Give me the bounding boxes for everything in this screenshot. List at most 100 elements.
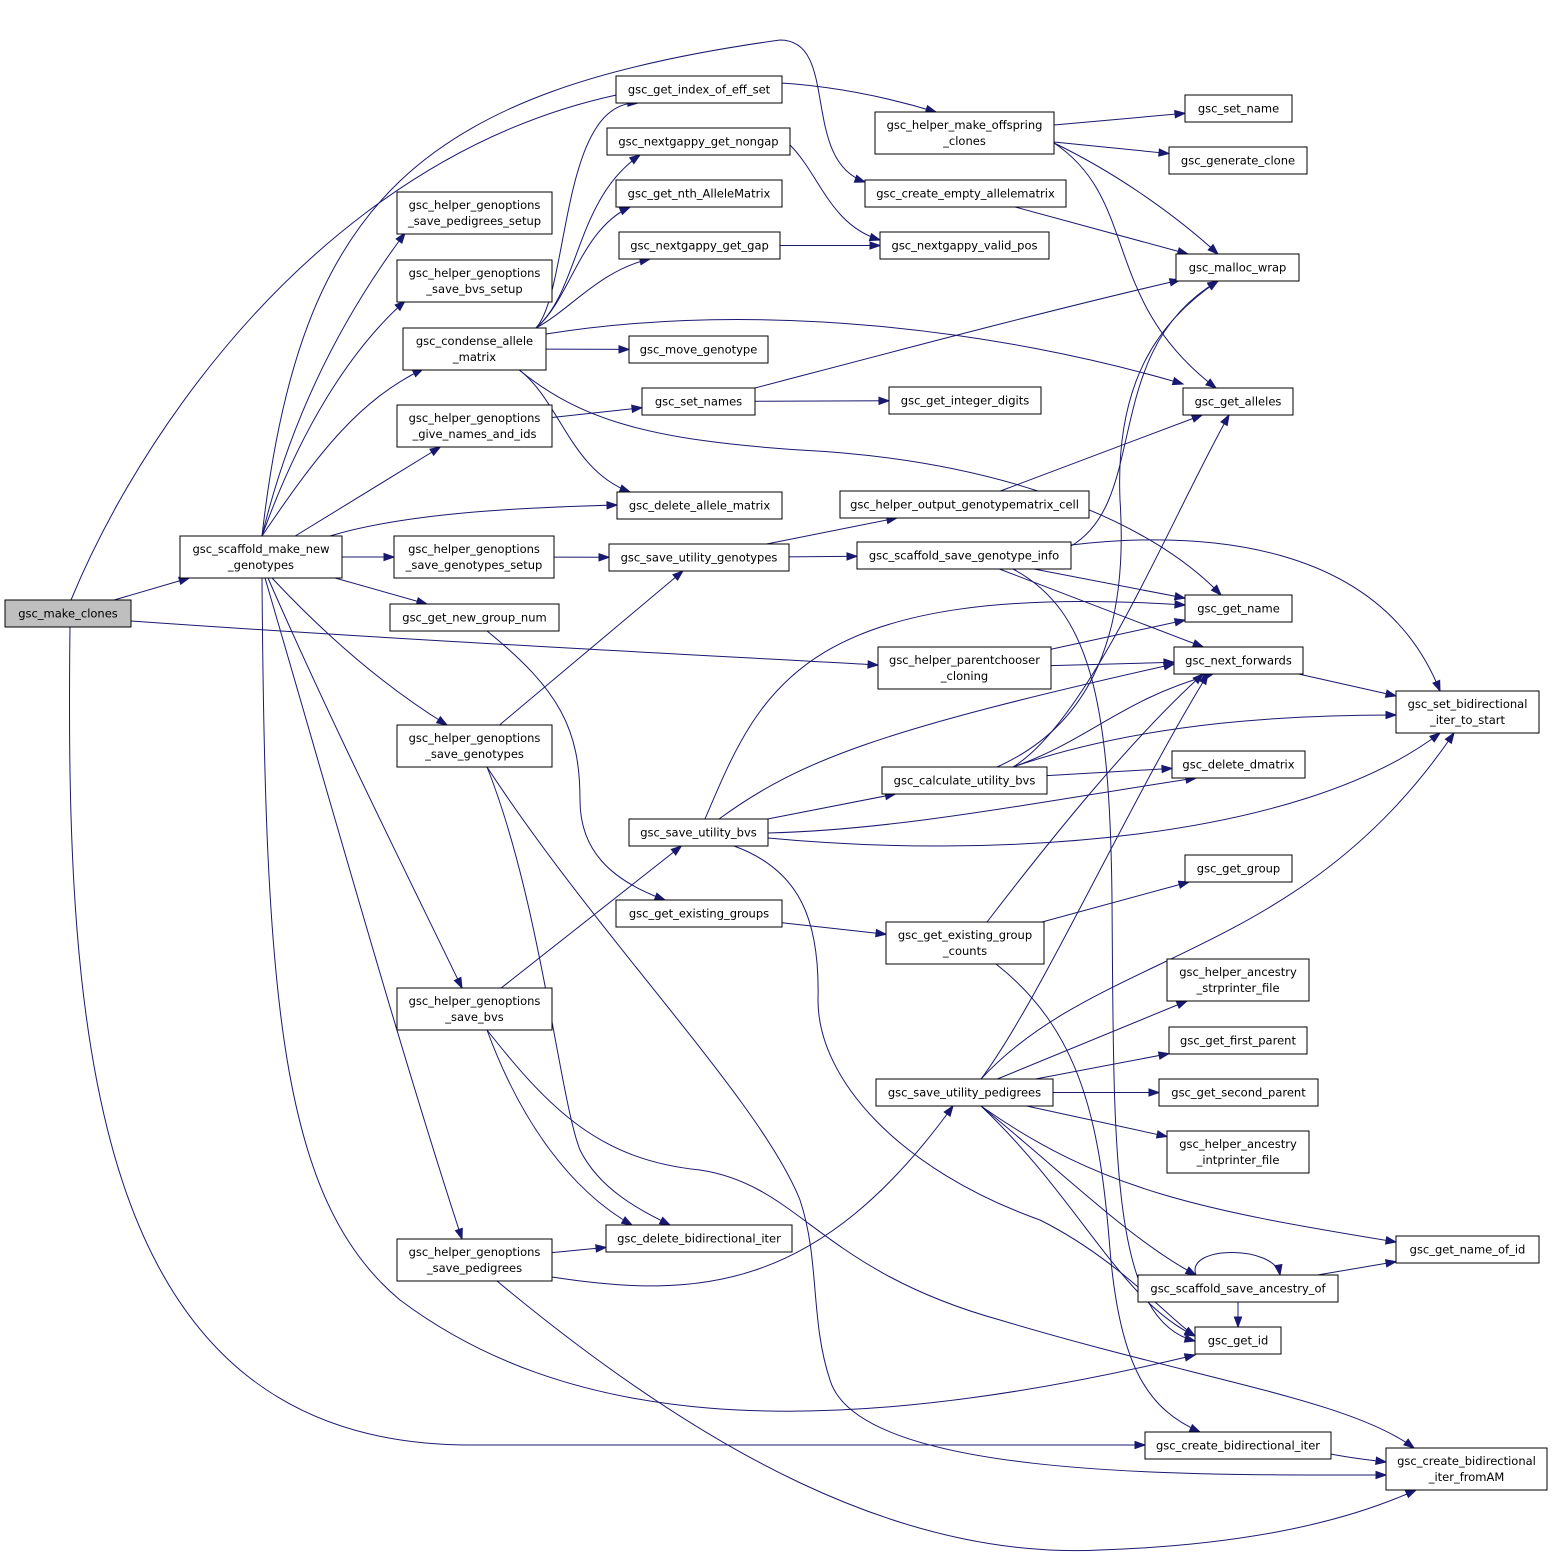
node-get-integer-digits[interactable]: gsc_get_integer_digits — [888, 386, 1042, 415]
arrowhead — [453, 976, 463, 990]
node-helper-ancestry-intprinter-file[interactable]: gsc_helper_ancestry_intprinter_file — [1166, 1130, 1310, 1174]
arrowhead — [853, 174, 867, 183]
call-edge-set_names-to-malloc_wrap — [754, 278, 1182, 389]
arrowhead — [1384, 689, 1398, 698]
node-helper-genoptions-save-bvs-setup[interactable]: gsc_helper_genoptions_save_bvs_setup — [396, 259, 553, 303]
node-get-name[interactable]: gsc_get_name — [1184, 594, 1293, 623]
node-box — [628, 335, 769, 364]
node-box — [393, 535, 555, 579]
node-create-bidirectional-iter[interactable]: gsc_create_bidirectional_iter — [1144, 1431, 1332, 1460]
node-box — [396, 404, 553, 448]
node-get-new-group-num[interactable]: gsc_get_new_group_num — [389, 603, 560, 632]
node-malloc-wrap[interactable]: gsc_malloc_wrap — [1175, 253, 1300, 282]
node-label: gsc_create_bidirectional — [1397, 1454, 1536, 1468]
edge-line — [754, 279, 1181, 389]
node-condense-allele-matrix[interactable]: gsc_condense_allele_matrix — [402, 327, 547, 371]
node-scaffold-save-ancestry-of[interactable]: gsc_scaffold_save_ancestry_of — [1137, 1274, 1339, 1303]
call-edge-save_utility_pedigrees-to-get_second_parent — [1053, 1088, 1161, 1097]
node-get-alleles[interactable]: gsc_get_alleles — [1182, 387, 1294, 416]
node-get-name-of-id[interactable]: gsc_get_name_of_id — [1395, 1235, 1540, 1264]
node-helper-genoptions-save-genotypes-setup[interactable]: gsc_helper_genoptions_save_genotypes_set… — [393, 535, 555, 579]
call-edge-helper_make_offspring_clones-to-get_alleles — [1053, 142, 1218, 389]
edge-line — [1012, 414, 1230, 768]
node-get-existing-group-counts[interactable]: gsc_get_existing_group_counts — [885, 921, 1045, 965]
node-box — [839, 490, 1090, 519]
arrowhead — [1375, 1456, 1388, 1465]
edge-line — [999, 568, 1204, 648]
node-nextgappy-valid-pos[interactable]: gsc_nextgappy_valid_pos — [879, 231, 1050, 260]
call-edge-next_forwards-to-set_bidirectional_iter_to_start — [1298, 673, 1398, 698]
node-box — [4, 599, 132, 628]
node-calculate-utility-bvs[interactable]: gsc_calculate_utility_bvs — [881, 766, 1048, 795]
edge-line — [334, 577, 427, 605]
node-label: _iter_to_start — [1429, 713, 1506, 727]
call-edge-scaffold_save_ancestry_of-to-get_id — [1233, 1302, 1243, 1329]
node-get-existing-groups[interactable]: gsc_get_existing_groups — [615, 899, 783, 928]
node-label: gsc_get_alleles — [1195, 395, 1282, 409]
node-label: _save_bvs_setup — [425, 282, 522, 296]
node-set-names[interactable]: gsc_set_names — [641, 387, 756, 416]
call-edge-save_utility_pedigrees-to-get_first_parent — [1035, 1051, 1171, 1080]
node-label: gsc_helper_genoptions — [408, 542, 540, 556]
node-helper-genoptions-save-bvs[interactable]: gsc_helper_genoptions_save_bvs — [396, 987, 553, 1031]
node-create-bidirectional-iter-fromAM[interactable]: gsc_create_bidirectional _iter_fromAM — [1385, 1447, 1548, 1491]
arrowhead — [454, 1227, 463, 1241]
edge-line — [68, 626, 1145, 1446]
call-edge-scaffold_make_new_genotypes-to-helper_genoptions_save_bvs — [267, 577, 463, 990]
arrowhead — [1188, 1423, 1202, 1433]
node-get-group[interactable]: gsc_get_group — [1184, 854, 1293, 883]
node-save-utility-genotypes[interactable]: gsc_save_utility_genotypes — [608, 543, 790, 572]
node-box — [641, 387, 756, 416]
node-get-id[interactable]: gsc_get_id — [1194, 1326, 1282, 1355]
node-label: gsc_set_name — [1198, 102, 1279, 116]
node-helper-output-genotypematrix-cell[interactable]: gsc_helper_output_genotypematrix_cell — [839, 490, 1090, 519]
node-helper-genoptions-save-genotypes[interactable]: gsc_helper_genoptions_save_genotypes — [396, 724, 553, 768]
arrowhead — [1183, 1334, 1197, 1343]
edge-line — [294, 446, 441, 537]
node-save-utility-pedigrees[interactable]: gsc_save_utility_pedigrees — [875, 1078, 1054, 1107]
node-generate-clone[interactable]: gsc_generate_clone — [1168, 146, 1308, 175]
node-scaffold-make-new-genotypes[interactable]: gsc_scaffold_make_new_genotypes — [179, 535, 343, 579]
node-get-index-of-eff-set[interactable]: gsc_get_index_of_eff_set — [615, 75, 783, 104]
node-label: gsc_scaffold_save_ancestry_of — [1150, 1282, 1326, 1296]
node-label: gsc_move_genotype — [640, 343, 758, 357]
node-box — [856, 541, 1072, 570]
node-delete-allele-matrix[interactable]: gsc_delete_allele_matrix — [616, 491, 783, 520]
arrowhead — [878, 396, 891, 406]
call-edge-scaffold_make_new_genotypes-to-helper_genoptions_save_genotypes_setup — [342, 552, 396, 562]
node-helper-parentchooser-cloning[interactable]: gsc_helper_parentchooser_cloning — [877, 646, 1052, 690]
node-label: gsc_get_second_parent — [1171, 1086, 1306, 1100]
node-helper-genoptions-give-names-and-ids[interactable]: gsc_helper_genoptions_give_names_and_ids — [396, 404, 553, 448]
node-helper-ancestry-strprinter-file[interactable]: gsc_helper_ancestry_strprinter_file — [1166, 958, 1310, 1002]
edge-line — [1012, 714, 1397, 768]
node-delete-dmatrix[interactable]: gsc_delete_dmatrix — [1171, 750, 1306, 779]
node-set-bidirectional-iter-to-start[interactable]: gsc_set_bidirectional_iter_to_start — [1395, 690, 1540, 734]
call-edge-save_utility_pedigrees-to-scaffold_save_ancestry_of — [980, 1105, 1198, 1276]
node-helper-make-offspring-clones[interactable]: gsc_helper_make_offspring_clones — [874, 111, 1055, 155]
node-set-name[interactable]: gsc_set_name — [1184, 94, 1293, 123]
node-create-empty-allelematrix[interactable]: gsc_create_empty_allelematrix — [864, 179, 1067, 208]
node-nextgappy-get-gap[interactable]: gsc_nextgappy_get_gap — [618, 231, 781, 260]
node-get-second-parent[interactable]: gsc_get_second_parent — [1158, 1078, 1319, 1107]
call-edge-scaffold_save_genotype_info-to-set_bidirectional_iter_to_start — [1070, 539, 1441, 693]
edge-line — [1070, 539, 1441, 692]
node-helper-genoptions-save-pedigrees-setup[interactable]: gsc_helper_genoptions_save_pedigrees_set… — [396, 191, 553, 235]
arrowhead — [1207, 243, 1220, 255]
node-label: gsc_get_existing_groups — [629, 907, 769, 921]
arrowhead — [1157, 1051, 1171, 1060]
node-move-genotype[interactable]: gsc_move_genotype — [628, 335, 769, 364]
arrowhead — [383, 552, 396, 562]
arrowhead — [1183, 1353, 1197, 1362]
node-box — [1395, 1235, 1540, 1264]
node-nextgappy-get-nongap[interactable]: gsc_nextgappy_get_nongap — [606, 127, 791, 156]
node-get-nth-AlleleMatrix[interactable]: gsc_get_nth_AlleleMatrix — [615, 179, 783, 208]
node-scaffold-save-genotype-info[interactable]: gsc_scaffold_save_genotype_info — [856, 541, 1072, 570]
arrowhead — [672, 570, 685, 582]
node-label: _iter_fromAM — [1428, 1470, 1505, 1484]
call-edge-condense_allele_matrix-to-delete_allele_matrix — [517, 368, 632, 493]
node-get-first-parent[interactable]: gsc_get_first_parent — [1168, 1026, 1308, 1055]
node-helper-genoptions-save-pedigrees[interactable]: gsc_helper_genoptions_save_pedigrees — [396, 1238, 553, 1282]
node-save-utility-bvs[interactable]: gsc_save_utility_bvs — [628, 818, 769, 847]
node-delete-bidirectional-iter[interactable]: gsc_delete_bidirectional_iter — [605, 1224, 793, 1253]
node-next-forwards[interactable]: gsc_next_forwards — [1173, 646, 1304, 675]
